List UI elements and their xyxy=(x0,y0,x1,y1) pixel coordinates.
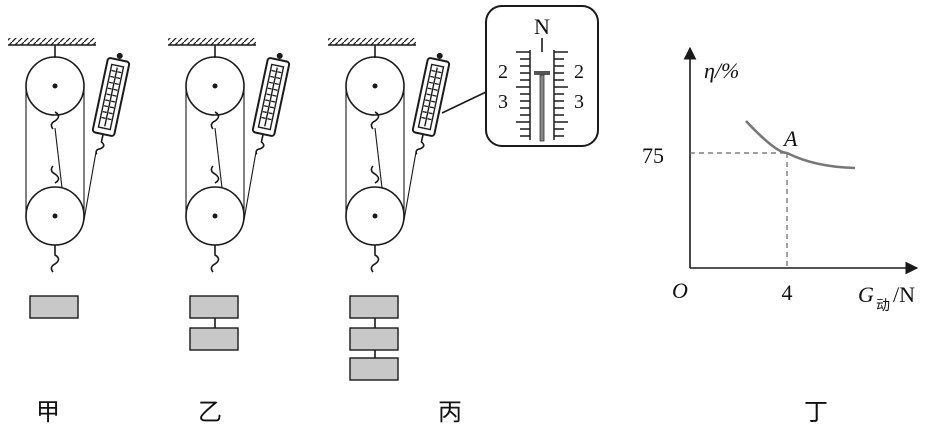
weight-block xyxy=(349,295,399,319)
scale-pointer xyxy=(534,71,550,75)
scale-label-left: 2 xyxy=(498,61,508,83)
x-axis-label-sub: 动 xyxy=(876,298,890,314)
y-tick-label: 75 xyxy=(642,143,664,168)
weight-block xyxy=(189,327,239,351)
weight-block xyxy=(189,295,239,319)
scale-magnified-inset: N 2 3 2 3 xyxy=(485,5,599,147)
origin-label: O xyxy=(672,278,688,303)
hook xyxy=(370,165,380,184)
spring-scale xyxy=(251,52,291,155)
scale-rod xyxy=(539,74,545,142)
spring-scale xyxy=(411,52,451,155)
hook xyxy=(370,245,380,273)
unit-label: N xyxy=(534,14,550,39)
scale-label-right: 2 xyxy=(574,61,584,83)
efficiency-graph: η/% O 75 4 A G 动 /N xyxy=(642,46,919,314)
point-label: A xyxy=(782,126,798,151)
hook xyxy=(210,165,220,184)
hook xyxy=(50,165,60,184)
weight-block xyxy=(29,295,79,319)
callout-line xyxy=(441,91,487,114)
weight-block xyxy=(349,327,399,351)
scale-label-left: 3 xyxy=(498,91,508,113)
pulley-setup-3 xyxy=(328,38,487,381)
spring-scale xyxy=(91,52,131,155)
efficiency-curve xyxy=(745,120,856,170)
hook xyxy=(210,245,220,273)
pulley-setup-1 xyxy=(8,38,131,319)
hook xyxy=(210,111,220,130)
panel-label-bing: 丙 xyxy=(438,400,462,426)
weight-block xyxy=(349,357,399,381)
hook xyxy=(50,245,60,273)
hook xyxy=(370,111,380,130)
x-axis-label-unit: /N xyxy=(893,282,915,307)
scale-label-right: 3 xyxy=(574,91,584,113)
y-axis-label: η/% xyxy=(704,58,739,83)
panel-label-jia: 甲 xyxy=(36,400,60,426)
pulley-setup-2 xyxy=(168,38,291,351)
panel-label-ding: 丁 xyxy=(804,400,828,426)
panel-label-yi: 乙 xyxy=(198,400,222,426)
hook xyxy=(50,111,60,130)
x-axis-label-main: G xyxy=(858,282,874,307)
x-tick-label: 4 xyxy=(782,280,793,305)
